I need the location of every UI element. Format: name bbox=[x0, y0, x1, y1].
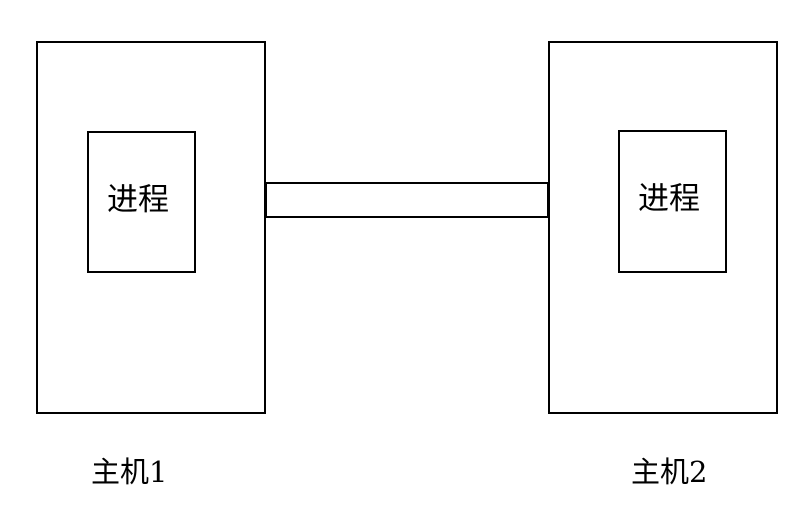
connection-link bbox=[265, 182, 549, 218]
host-1-label: 主机1 bbox=[91, 455, 168, 489]
host-1-process-label: 进程 bbox=[107, 182, 169, 218]
host-2-process-box: 进程 bbox=[618, 130, 727, 273]
host-1-process-box: 进程 bbox=[87, 131, 196, 273]
host-2-process-label: 进程 bbox=[638, 181, 700, 217]
host-2-label: 主机2 bbox=[631, 455, 708, 489]
